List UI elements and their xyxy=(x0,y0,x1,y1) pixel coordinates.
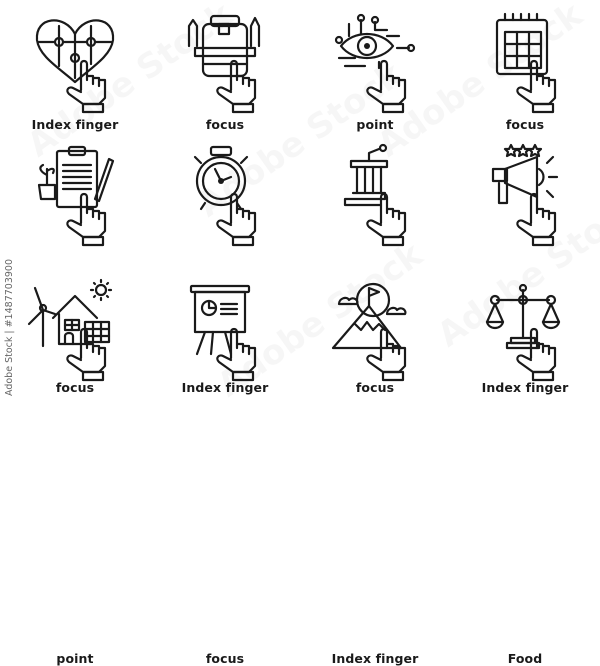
megaphone-stars-hand-icon xyxy=(491,143,559,247)
presentation-board-hand-icon xyxy=(189,284,257,382)
icon-label: Index finger xyxy=(481,380,569,395)
icon-tile: point xyxy=(300,0,450,133)
calendar-hand-icon xyxy=(495,12,557,114)
hand-icon xyxy=(66,59,107,114)
icon-label: focus xyxy=(505,117,545,132)
hand-icon xyxy=(66,327,107,382)
icon-tile: focus xyxy=(150,0,300,133)
icon-label: point xyxy=(356,117,394,132)
icon-tile: Index finger xyxy=(450,133,600,395)
hand-icon xyxy=(366,327,407,382)
icon-tile: Index finger xyxy=(150,133,300,395)
icon-label: Food xyxy=(507,651,543,666)
icon-label: Index finger xyxy=(331,651,419,666)
icon-tile: focus xyxy=(150,268,300,666)
icon-tile: Index finger xyxy=(300,268,450,666)
hand-icon xyxy=(216,192,257,247)
icon-label: focus xyxy=(55,380,95,395)
hand-icon xyxy=(516,59,557,114)
hand-icon xyxy=(216,327,257,382)
icon-tile: focus xyxy=(450,0,600,133)
icon-tile: focus xyxy=(300,133,450,395)
eye-circuit-hand-icon xyxy=(334,13,416,114)
hand-icon xyxy=(516,192,557,247)
hand-icon xyxy=(216,59,257,114)
icon-label: focus xyxy=(355,380,395,395)
icon-label: Index finger xyxy=(181,380,269,395)
house-windmill-solar-hand-icon xyxy=(27,278,113,382)
puzzle-heart-hand-icon xyxy=(35,19,115,114)
icon-tile: focus xyxy=(0,133,150,395)
hand-icon xyxy=(516,327,557,382)
balance-scale-hand-icon xyxy=(485,283,561,382)
backpack-hand-icon xyxy=(187,14,261,114)
alarm-clock-hand-icon xyxy=(193,145,257,247)
icon-label: focus xyxy=(205,651,245,666)
icon-label: Index finger xyxy=(31,117,119,132)
hand-icon xyxy=(366,59,407,114)
hand-icon xyxy=(66,192,107,247)
hand-icon xyxy=(366,192,407,247)
stock-watermark: Adobe Stock | #1487703900 xyxy=(4,258,15,396)
icon-tile: point xyxy=(0,268,150,666)
icon-tile: Index finger xyxy=(0,0,150,133)
icon-label: point xyxy=(56,651,94,666)
clipboard-pencil-plant-hand-icon xyxy=(37,145,115,247)
icon-tile: Food xyxy=(450,268,600,666)
podium-pillars-hand-icon xyxy=(343,143,407,247)
icon-label: focus xyxy=(205,117,245,132)
mountain-flag-hand-icon xyxy=(331,282,407,382)
